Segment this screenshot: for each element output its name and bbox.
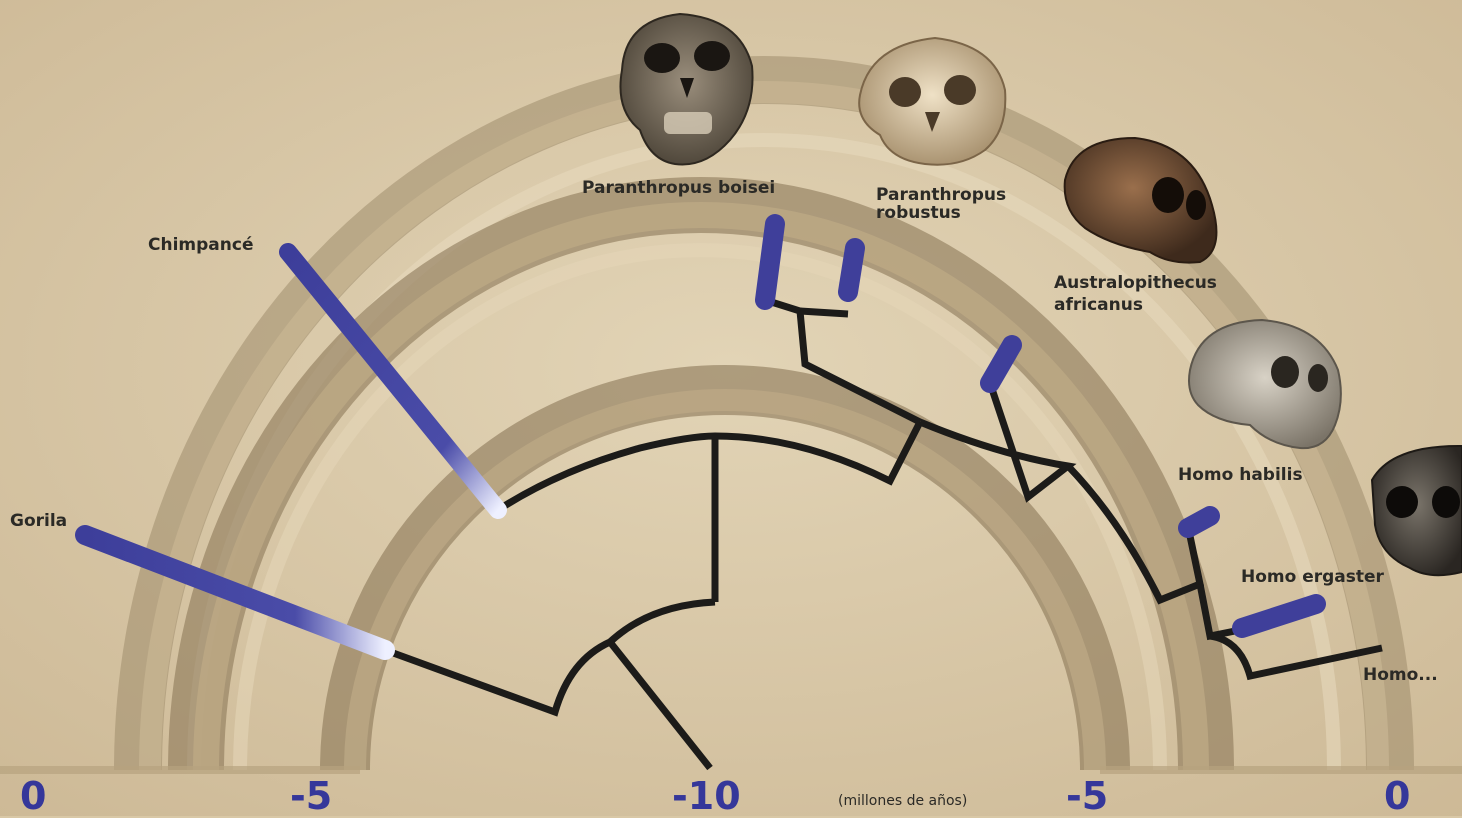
label-h-ergaster: Homo ergaster (1241, 568, 1384, 587)
label-h-habilis: Homo habilis (1178, 466, 1303, 485)
axis-label-right-0: 0 (1384, 776, 1410, 816)
ground-ledge-left (0, 766, 360, 774)
tip-p-robustus (848, 248, 855, 292)
axis-label-center-10: -10 (672, 776, 741, 816)
tree-paranthropus-split (800, 311, 848, 314)
axis-unit-label: (millones de años) (838, 793, 967, 809)
label-p-boisei: Paranthropus boisei (582, 179, 775, 198)
tip-h-habilis (1188, 516, 1210, 528)
ground-ledge-right (1100, 766, 1462, 774)
label-a-africanus-line2: africanus (1054, 296, 1143, 315)
axis-label-right-5: -5 (1066, 776, 1108, 816)
label-a-africanus-line1: Australopithecus (1054, 274, 1217, 293)
label-chimpance: Chimpancé (148, 236, 253, 255)
axis-label-left-5: -5 (290, 776, 332, 816)
label-p-robustus-line2: robustus (876, 204, 961, 223)
label-h-sapiens: Homo... (1363, 666, 1438, 685)
tip-p-boisei (765, 224, 775, 300)
axis-label-left-0: 0 (20, 776, 46, 816)
label-gorila: Gorila (10, 512, 67, 531)
